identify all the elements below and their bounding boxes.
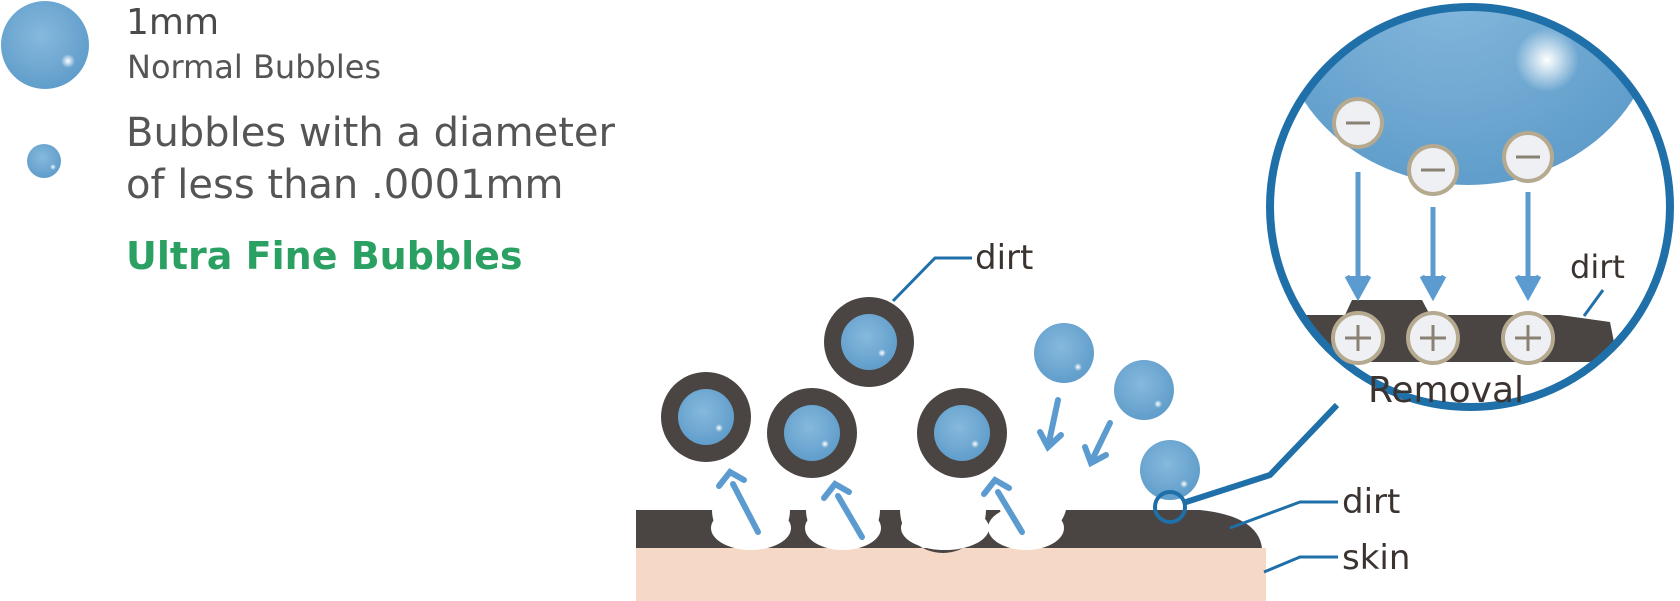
arrowhead-icon xyxy=(716,468,747,489)
plus-circle-icon xyxy=(1501,311,1555,365)
leader-lines xyxy=(891,256,1338,574)
arrowhead-icon xyxy=(1037,429,1064,452)
attraction-arrows xyxy=(1344,172,1542,302)
minus-circle-icon xyxy=(1332,97,1384,149)
zoom-connector xyxy=(1182,402,1340,506)
dirt-label-top: dirt xyxy=(975,238,1033,278)
arrow-icon xyxy=(835,493,865,540)
skin-layer xyxy=(636,548,1266,601)
zoom-ring xyxy=(1266,3,1674,411)
plus-circle-icon xyxy=(1331,311,1385,365)
zoomed-bubble xyxy=(1278,7,1658,185)
fine-bubble xyxy=(1140,440,1200,500)
arrow-icon xyxy=(995,489,1025,535)
dirt-label-layer: dirt xyxy=(1342,482,1400,522)
normal-bubble-size: 1mm xyxy=(126,2,220,43)
dirt-hollows xyxy=(711,506,1064,550)
zoom-focus-ring xyxy=(1153,490,1187,524)
fine-bubble-icon xyxy=(27,144,61,178)
plus-circle-icon xyxy=(1406,311,1460,365)
dirt-bubble xyxy=(661,372,751,462)
ultra-fine-bubbles-title: Ultra Fine Bubbles xyxy=(126,234,523,278)
lift-arrows xyxy=(716,397,1113,540)
arrowhead-icon xyxy=(821,480,852,501)
arrow-icon xyxy=(730,481,761,535)
dirt-label-zoom: dirt xyxy=(1570,248,1625,286)
dirt-bubble xyxy=(767,388,857,478)
normal-bubble-icon xyxy=(1,1,89,89)
minus-circle-icon xyxy=(1407,144,1459,196)
arrowhead-icon xyxy=(981,476,1012,497)
fine-bubble xyxy=(1034,323,1094,383)
arrow-icon xyxy=(1046,397,1061,445)
fine-bubbles-description-line1: Bubbles with a diameter xyxy=(126,110,615,156)
arrow-icon xyxy=(1090,420,1113,461)
normal-bubbles-label: Normal Bubbles xyxy=(127,48,382,86)
fine-bubbles-description-line2: of less than .0001mm xyxy=(126,162,564,208)
skin-label: skin xyxy=(1342,538,1410,578)
arrowhead-icon xyxy=(1082,444,1109,468)
zoom-inset: dirt Removal xyxy=(1266,3,1674,411)
dirt-bubble xyxy=(824,297,914,387)
fine-bubble xyxy=(1114,360,1174,420)
dirt-bubble xyxy=(917,388,1007,478)
removal-label: Removal xyxy=(1368,370,1524,411)
minus-circle-icon xyxy=(1502,131,1554,183)
dirt-layer xyxy=(636,510,1262,553)
